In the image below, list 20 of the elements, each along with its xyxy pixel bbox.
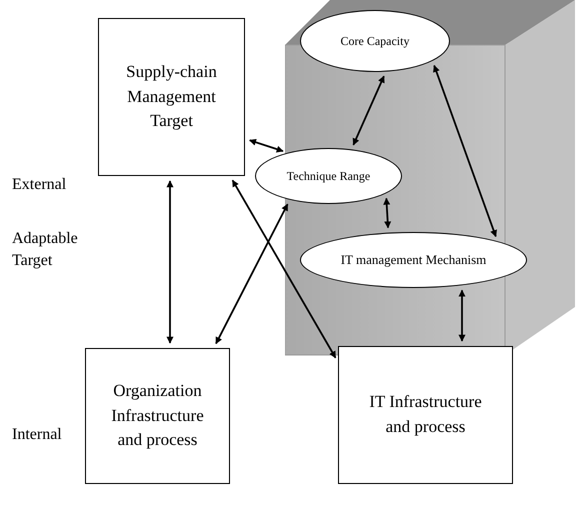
double-arrow <box>433 64 497 238</box>
process-box <box>85 348 230 484</box>
node-text: Technique Range <box>286 168 370 184</box>
double-arrow <box>383 198 392 228</box>
side-label: Adaptable Target <box>12 229 79 271</box>
node-text: IT Infrastructure and process <box>368 391 483 438</box>
double-arrow <box>249 138 284 153</box>
side-label: External <box>12 175 68 195</box>
node-text: Core Capacity <box>340 34 410 48</box>
process-box <box>338 346 513 484</box>
double-arrow <box>232 180 336 358</box>
node-text: IT management Mechanism <box>340 252 486 268</box>
double-arrow <box>215 204 288 344</box>
double-arrow <box>352 76 385 146</box>
double-arrow <box>166 180 174 344</box>
double-arrow <box>458 290 466 342</box>
process-box <box>98 18 245 176</box>
side-label: Internal <box>12 425 63 445</box>
node-text: Supply-chain Management Target <box>125 61 218 132</box>
node-text: Organization Infrastructure and process <box>110 380 205 452</box>
